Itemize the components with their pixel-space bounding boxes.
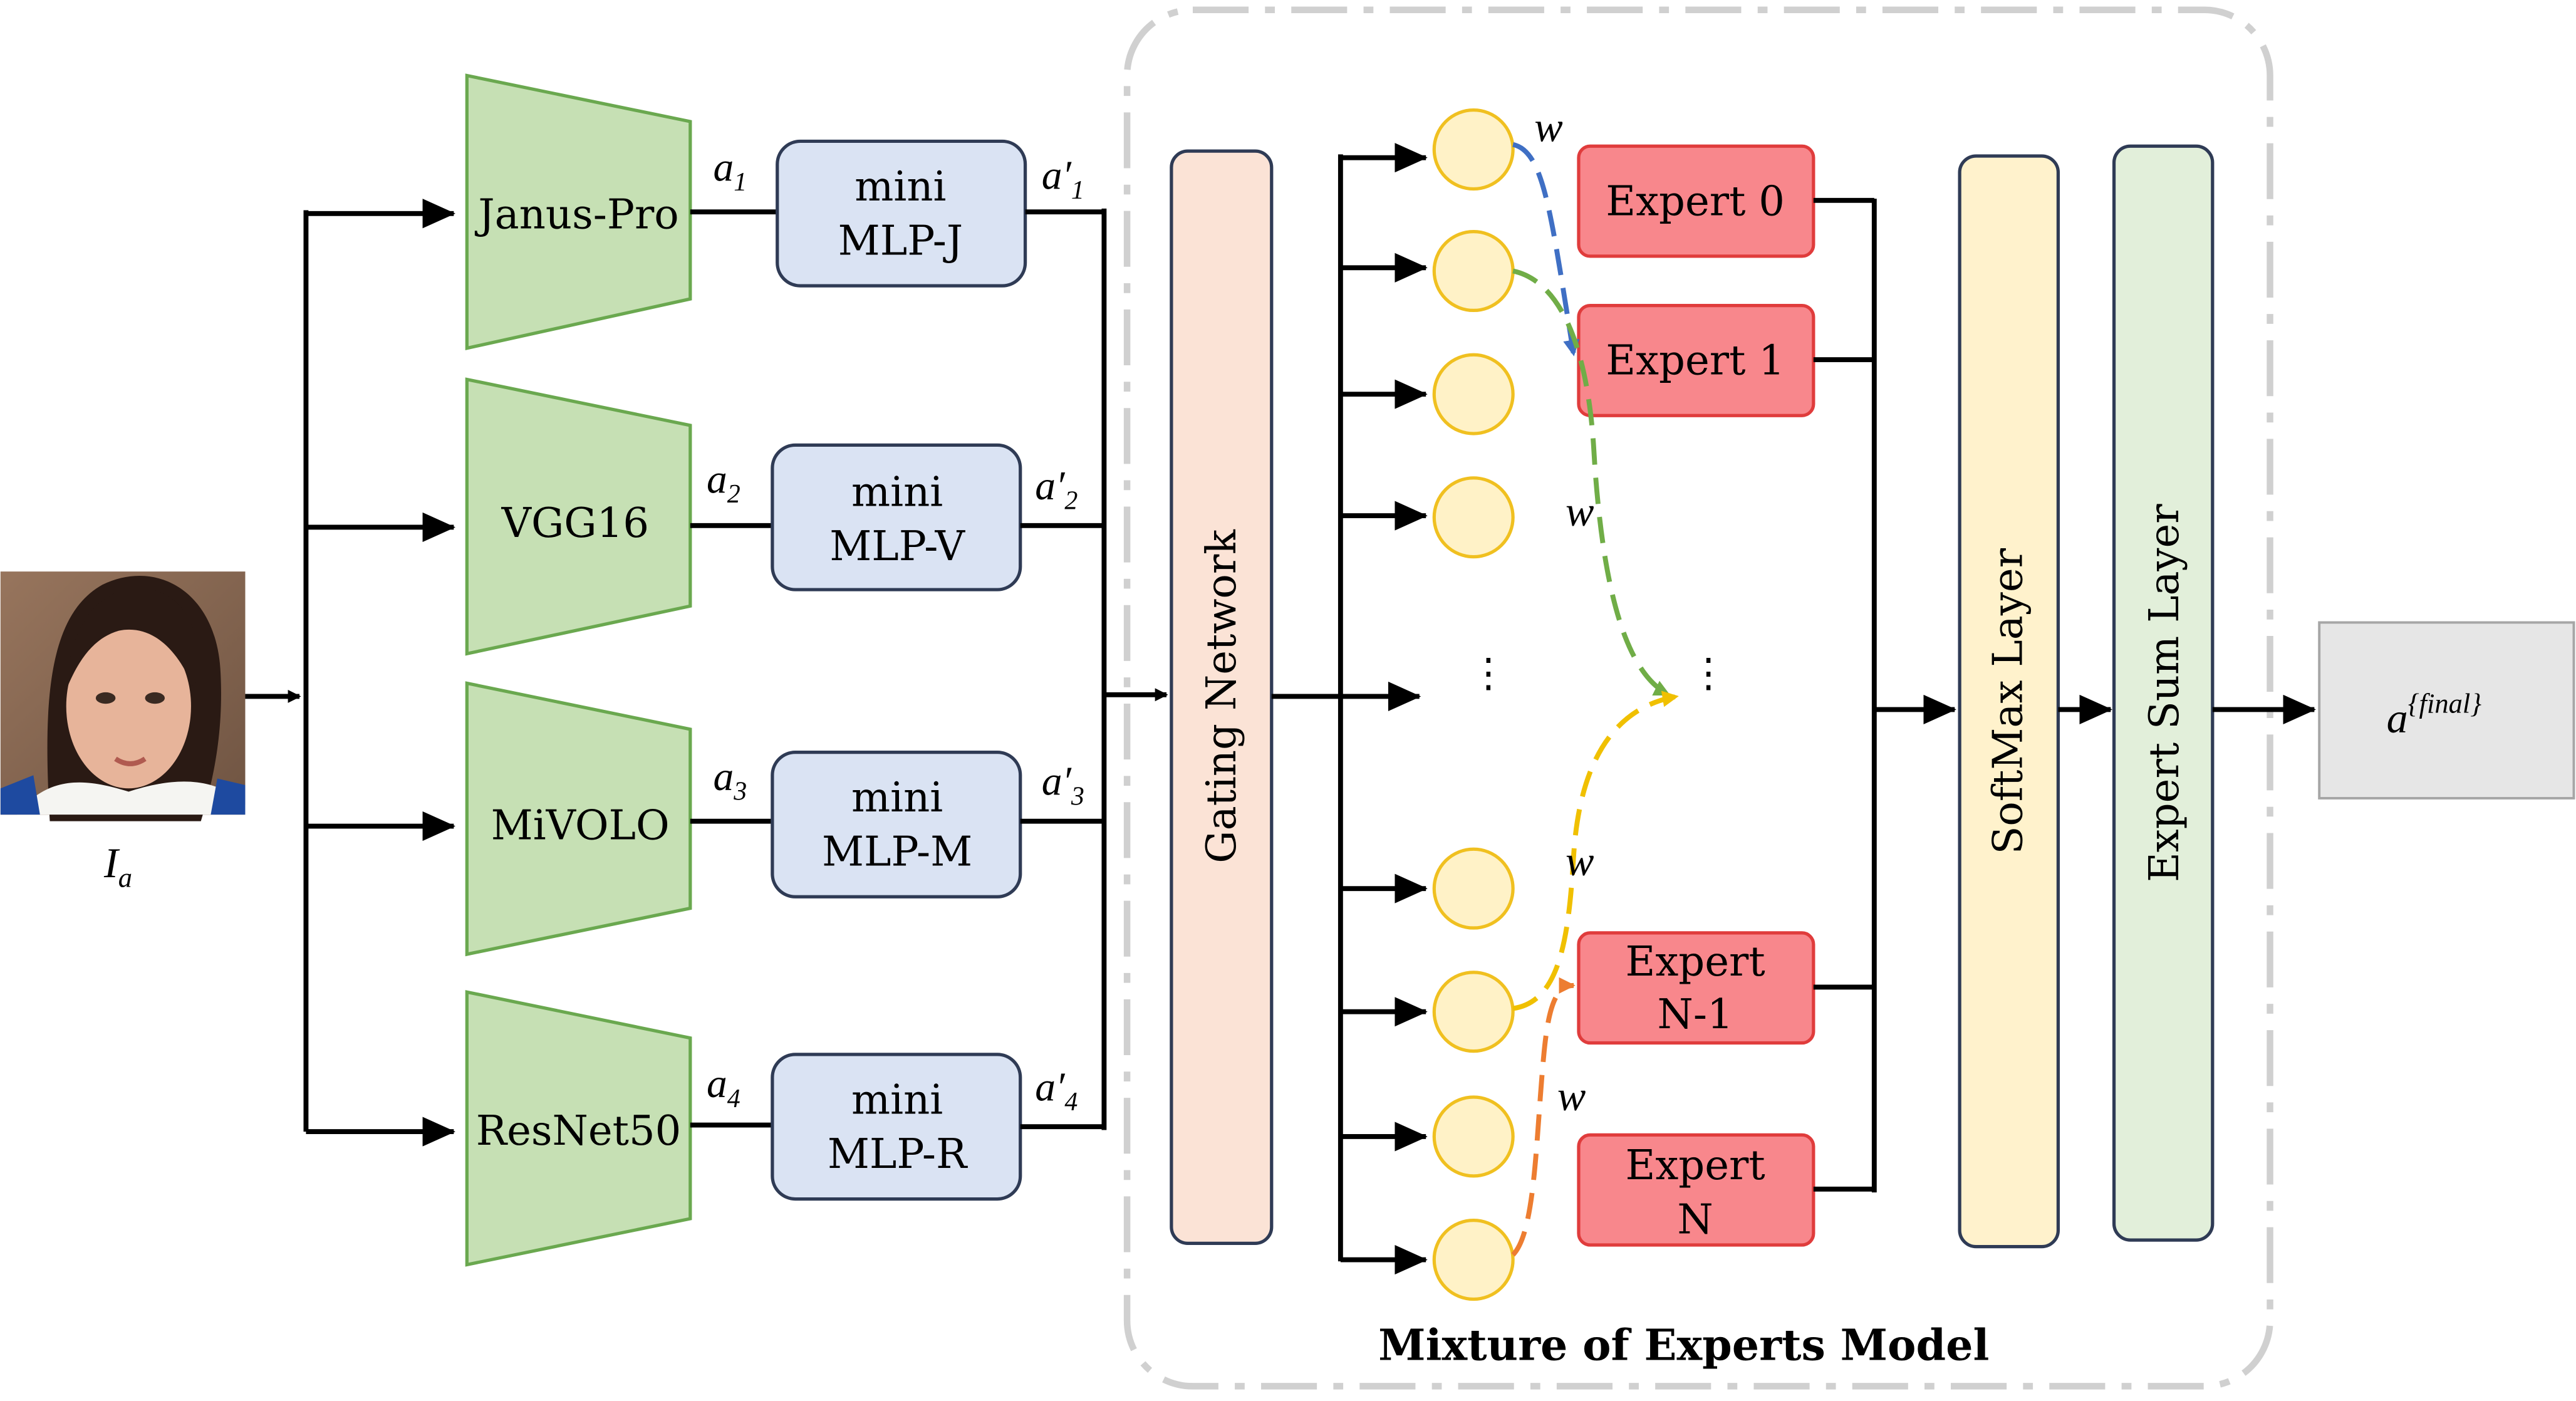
- gate-node: [1432, 847, 1515, 930]
- final-output-box: a{final}: [2318, 621, 2575, 799]
- svg-text:Expert: Expert: [1626, 938, 1765, 986]
- backbone-label: VGG16: [501, 499, 649, 547]
- svg-text:MLP-J: MLP-J: [838, 217, 963, 264]
- weight-label: w: [1566, 487, 1594, 535]
- moe-title: Mixture of Experts Model: [1378, 1320, 1989, 1370]
- feature-a4-prime: a′4: [1035, 1065, 1078, 1117]
- weight-arrow-green: [1512, 268, 1671, 697]
- mini-mlp-j: mini MLP-J: [776, 139, 1027, 288]
- feature-a3: a3: [714, 754, 747, 806]
- weight-label: w: [1557, 1072, 1586, 1120]
- backbone-vgg16: VGG16: [465, 377, 692, 656]
- gate-node: [1432, 108, 1515, 191]
- svg-text:Expert: Expert: [1626, 1142, 1765, 1189]
- svg-text:SoftMax Layer: SoftMax Layer: [1985, 548, 2032, 854]
- svg-text:a{final}: a{final}: [2387, 688, 2482, 742]
- svg-text:mini: mini: [851, 774, 943, 821]
- svg-text:MLP-M: MLP-M: [822, 828, 972, 875]
- weight-arrow-orange: [1511, 977, 1576, 1257]
- svg-text:N-1: N-1: [1658, 991, 1733, 1038]
- weight-arrow-blue: [1512, 142, 1580, 357]
- feature-a2: a2: [707, 457, 740, 509]
- svg-text:N: N: [1677, 1196, 1713, 1244]
- expert-ellipsis: ⋮: [1689, 650, 1728, 696]
- expert-0: Expert 0: [1577, 144, 1815, 258]
- weight-label: w: [1566, 837, 1594, 885]
- backbone-label: ResNet50: [476, 1107, 682, 1155]
- feature-a1: a1: [714, 145, 747, 197]
- svg-text:mini: mini: [851, 468, 943, 516]
- feature-a1-prime: a′1: [1042, 153, 1084, 205]
- gate-node: [1432, 971, 1515, 1053]
- softmax-layer: SoftMax Layer: [1958, 154, 2060, 1249]
- feature-a2-prime: a′2: [1035, 464, 1078, 516]
- input-face-image: [0, 571, 246, 821]
- svg-text:Expert 0: Expert 0: [1606, 177, 1785, 225]
- expert-1: Expert 1: [1577, 303, 1815, 417]
- gate-node: [1432, 353, 1515, 435]
- gate-node: [1432, 476, 1515, 559]
- node-ellipsis: ⋮: [1468, 650, 1508, 696]
- weight-arrow-yellow: [1512, 690, 1679, 1011]
- backbone-mivolo: MiVOLO: [465, 681, 692, 957]
- expert-n: Expert N: [1577, 1133, 1815, 1247]
- svg-text:Expert Sum Layer: Expert Sum Layer: [2141, 504, 2188, 882]
- svg-text:mini: mini: [854, 163, 946, 211]
- weight-label: w: [1534, 103, 1562, 150]
- input-label: Ia: [103, 839, 132, 893]
- feature-a4: a4: [707, 1061, 740, 1113]
- expert-sum-layer: Expert Sum Layer: [2112, 144, 2215, 1242]
- svg-text:mini: mini: [851, 1076, 943, 1123]
- gate-nodes: [1432, 108, 1515, 1301]
- gating-network: Gating Network: [1170, 149, 1274, 1245]
- svg-text:Expert 1: Expert 1: [1606, 337, 1785, 385]
- expert-n-minus-1: Expert N-1: [1577, 931, 1815, 1045]
- mini-mlp-m: mini MLP-M: [771, 750, 1022, 898]
- svg-text:MLP-V: MLP-V: [829, 523, 965, 570]
- backbone-label: MiVOLO: [491, 802, 670, 850]
- mini-mlp-r: mini MLP-R: [771, 1053, 1022, 1201]
- svg-text:MLP-R: MLP-R: [828, 1130, 968, 1178]
- svg-text:Gating Network: Gating Network: [1198, 529, 1245, 863]
- gate-node: [1432, 1095, 1515, 1178]
- feature-a3-prime: a′3: [1042, 759, 1084, 811]
- backbone-label: Janus-Pro: [474, 190, 678, 238]
- gate-node: [1432, 229, 1515, 313]
- backbone-janus-pro: Janus-Pro: [465, 73, 692, 350]
- gate-node: [1432, 1219, 1515, 1301]
- mini-mlp-v: mini MLP-V: [771, 443, 1022, 591]
- moe-boundary: [1123, 6, 2273, 1390]
- backbone-resnet50: ResNet50: [465, 990, 692, 1267]
